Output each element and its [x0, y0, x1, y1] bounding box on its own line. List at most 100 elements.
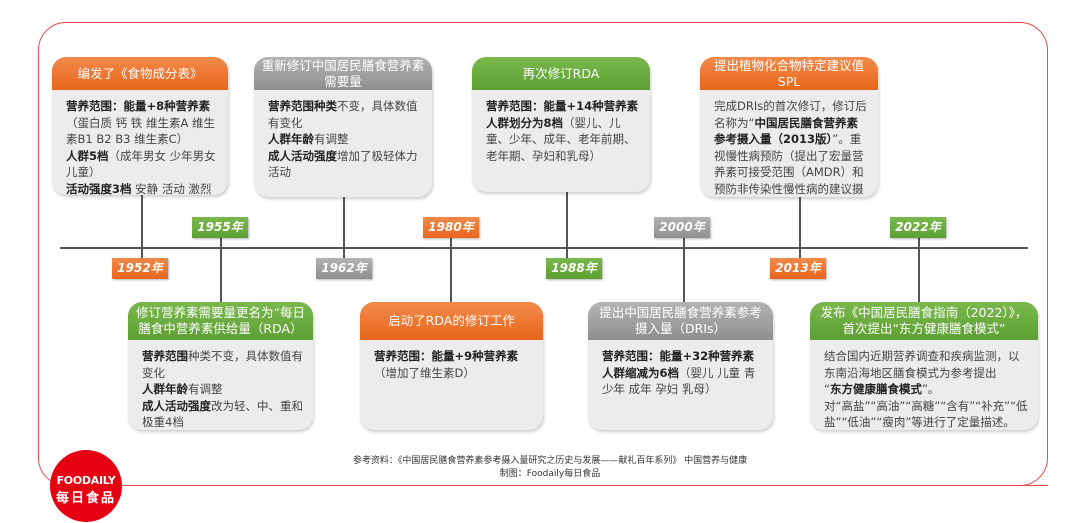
connector-line	[343, 197, 345, 258]
event-title: 修订营养素需要量更名为“每日膳食中营养素供给量（RDA）	[128, 302, 313, 340]
bold-text: 中国居民膳食营养素参考摄入量（2013版）	[714, 115, 858, 147]
event-body: 结合国内近期营养调查和疾病监测，以东南沿海地区膳食模式为参考提出“东方健康膳食模…	[810, 340, 1038, 430]
bold-text: 东方健康膳食模式	[829, 382, 922, 396]
bold-text: 人群年龄	[268, 132, 314, 146]
text: 种类不变，具体数值有变化	[142, 349, 303, 380]
bold-text: 营养范围：能量+32种营养素	[602, 349, 755, 363]
year-label: 1988年	[546, 258, 602, 279]
source-note: 参考资料：《中国居民膳食营养素参考摄入量研究之历史与发展——献礼百年系列》 中国…	[352, 456, 748, 466]
text: 安静 活动 激烈	[131, 181, 212, 196]
body-line: （蛋白质 钙 铁 维生素A 维生素B1 B2 B3 维生素C）	[66, 115, 218, 148]
text: 增加了极轻体力活动	[268, 148, 418, 180]
body-line: 结合国内近期营养调查和疾病监测，以东南沿海地区膳食模式为参考提出	[824, 348, 1028, 381]
event-title: 发布《中国居民膳食指南（2022）》，首次提出“东方健康膳食模式”	[810, 302, 1038, 340]
connector-line	[566, 192, 568, 258]
bold-text: 营养范围：能量+8种营养素	[66, 99, 211, 113]
body-line: 人群年龄有调整	[268, 131, 422, 148]
text: 有调整	[188, 382, 223, 396]
credit-note: 制图：Foodaily每日食品	[499, 469, 601, 479]
connector-line	[450, 237, 452, 302]
event-title: 提出植物化合物特定建议值 SPL	[700, 57, 878, 90]
year-label: 2013年	[770, 258, 826, 279]
event-card: 编发了《食物成分表》营养范围：能量+8种营养素 （蛋白质 钙 铁 维生素A 维生素…	[52, 57, 228, 195]
body-line: 营养范围：能量+9种营养素	[374, 348, 533, 365]
text: ”。重视慢性病预防（提出了宏量营养素可接受范围（AMDR）和预防非传染性慢性病的…	[714, 132, 864, 196]
foodaily-logo: FOODAILY 每日食品	[50, 450, 122, 522]
year-label: 1980年	[423, 217, 479, 238]
bold-text: 人群缩减为6档	[602, 365, 680, 380]
body-line: “东方健康膳食模式”。	[824, 381, 1028, 398]
body-line: 成人活动强度增加了极轻体力活动	[268, 148, 422, 181]
body-line: 对“高盐”“高油”“高糖”“含有”“补充”“低盐”“低油”“瘦肉”等进行了定量描…	[824, 398, 1028, 431]
connector-line	[220, 237, 222, 302]
body-line: 活动强度3档 安静 活动 激烈	[66, 181, 218, 196]
text: （蛋白质 钙 铁 维生素A 维生素B1 B2 B3 维生素C）	[66, 115, 215, 147]
bold-text: 人群5档	[66, 148, 109, 163]
text: “	[824, 382, 830, 396]
event-card: 提出中国居民膳食营养素参考摄入量（DRIs）营养范围：能量+32种营养素人群缩减…	[588, 302, 773, 430]
text: 有调整	[314, 132, 349, 146]
event-title: 提出中国居民膳食营养素参考摄入量（DRIs）	[588, 302, 773, 340]
year-label: 1952年	[112, 258, 168, 279]
logo-en: FOODAILY	[56, 474, 116, 487]
event-title: 重新修订中国居民膳食营养素需要量	[254, 57, 432, 90]
bold-text: 人群划分为8档	[486, 115, 564, 130]
event-body: 营养范围种类不变，具体数值有变化人群年龄有调整成人活动强度改为轻、中、重和极重4…	[128, 340, 313, 430]
event-card: 提出植物化合物特定建议值 SPL 完成DRIs的首次修订，修订后名称为“中国居民膳…	[700, 57, 878, 197]
text: （成年男女 少年男女 儿童）	[66, 148, 216, 180]
year-label: 2000年	[654, 217, 710, 238]
timeline-axis	[60, 247, 1028, 249]
event-body: 营养范围：能量+8种营养素 （蛋白质 钙 铁 维生素A 维生素B1 B2 B3 维…	[52, 90, 228, 195]
body-line: 人群划分为8档（婴儿、儿童、少年、成年、老年前期、老年期、孕妇和乳母）	[486, 115, 640, 165]
body-line: （增加了维生素D）	[374, 365, 533, 382]
body-line: 营养范围：能量+8种营养素	[66, 98, 218, 115]
body-line: 营养范围种类不变，具体数值有变化	[268, 98, 422, 131]
event-body: 营养范围：能量+32种营养素人群缩减为6档（婴儿 儿童 青少年 成年 孕妇 乳母…	[588, 340, 773, 398]
event-body: 营养范围：能量+14种营养素人群划分为8档（婴儿、儿童、少年、成年、老年前期、老…	[472, 90, 650, 164]
bold-text: 成人活动强度	[268, 148, 337, 163]
body-line: 成人活动强度改为轻、中、重和极重4档	[142, 398, 303, 431]
bold-text: 营养范围：能量+9种营养素	[374, 349, 519, 363]
event-body: 营养范围种类不变，具体数值有变化人群年龄有调整成人活动强度增加了极轻体力活动	[254, 90, 432, 181]
body-line: 营养范围：能量+32种营养素	[602, 348, 763, 365]
event-title: 编发了《食物成分表》	[52, 57, 228, 90]
text: （婴儿 儿童 青少年 成年 孕妇 乳母）	[602, 365, 756, 397]
text: 不变，具体数值有变化	[268, 99, 418, 130]
connector-line	[683, 237, 685, 302]
bold-text: 成人活动强度	[142, 398, 211, 413]
bold-text: 人群年龄	[142, 382, 188, 396]
footer-line	[120, 485, 1048, 486]
event-title: 再次修订RDA	[472, 57, 650, 90]
event-card: 修订营养素需要量更名为“每日膳食中营养素供给量（RDA）营养范围种类不变，具体数…	[128, 302, 313, 430]
bold-text: 营养范围种类	[268, 99, 337, 113]
text: 完成DRIs的首次修订，修订后名称为“	[714, 99, 867, 130]
event-body: 营养范围：能量+9种营养素 （增加了维生素D）	[360, 340, 543, 381]
bold-text: 营养范围：能量+14种营养素	[486, 99, 639, 113]
year-label: 1962年	[316, 258, 372, 279]
event-card: 重新修订中国居民膳食营养素需要量营养范围种类不变，具体数值有变化人群年龄有调整成…	[254, 57, 432, 197]
bold-text: 活动强度3档	[66, 181, 132, 196]
text: ”。	[921, 382, 940, 396]
body-line: 人群年龄有调整	[142, 381, 303, 398]
logo-cn: 每日食品	[55, 491, 116, 506]
body-line: 营养范围种类不变，具体数值有变化	[142, 348, 303, 381]
year-label: 1955年	[192, 217, 248, 238]
event-card: 启动了RDA的修订工作营养范围：能量+9种营养素 （增加了维生素D）	[360, 302, 543, 430]
text: 结合国内近期营养调查和疾病监测，以东南沿海地区膳食模式为参考提出	[824, 349, 1020, 380]
body-line: 营养范围：能量+14种营养素	[486, 98, 640, 115]
connector-line	[918, 237, 920, 302]
connector-line	[799, 197, 801, 258]
body-line: 人群5档（成年男女 少年男女 儿童）	[66, 148, 218, 181]
text: 改为轻、中、重和极重4档	[142, 398, 303, 430]
body-line: 完成DRIs的首次修订，修订后名称为“中国居民膳食营养素参考摄入量（2013版）…	[714, 98, 868, 197]
text: （婴儿、儿童、少年、成年、老年前期、老年期、孕妇和乳母）	[486, 115, 636, 163]
text: 对“高盐”“高油”“高糖”“含有”“补充”“低盐”“低油”“瘦肉”等进行了定量描…	[824, 398, 1028, 430]
body-line: 人群缩减为6档（婴儿 儿童 青少年 成年 孕妇 乳母）	[602, 365, 763, 398]
event-body: 完成DRIs的首次修订，修订后名称为“中国居民膳食营养素参考摄入量（2013版）…	[700, 90, 878, 197]
text: （增加了维生素D）	[374, 365, 475, 380]
event-card: 发布《中国居民膳食指南（2022）》，首次提出“东方健康膳食模式” 结合国内近期营…	[810, 302, 1038, 430]
year-label: 2022年	[890, 217, 946, 238]
bold-text: 营养范围	[142, 349, 188, 363]
event-title: 启动了RDA的修订工作	[360, 302, 543, 340]
